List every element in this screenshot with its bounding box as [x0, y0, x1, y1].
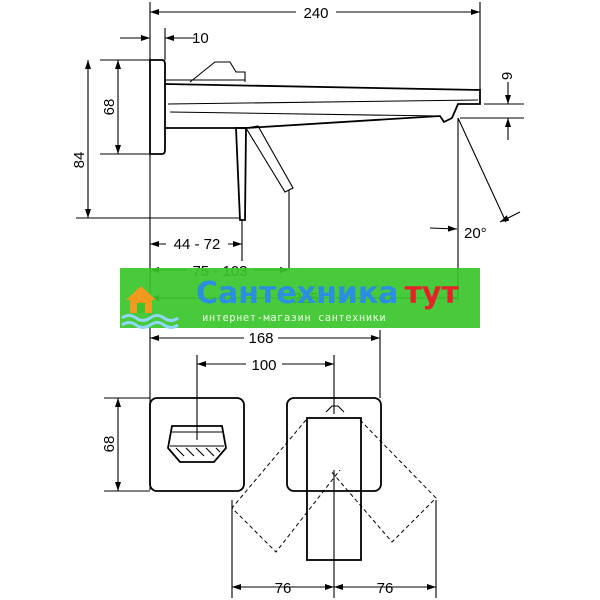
dim-center-distance: 100: [251, 357, 276, 374]
dim-plate-offset: 10: [192, 30, 209, 47]
dim-overall-height: 84: [71, 152, 88, 169]
spout-inner-line: [167, 99, 479, 105]
dim-angle: 20°: [464, 225, 487, 242]
watermark-tagline: интернет-магазин сантехники: [202, 312, 386, 324]
spout-inner-line-2: [169, 111, 441, 117]
dim-spout-thickness: 9: [499, 72, 516, 80]
watermark-brand-accent: тут: [404, 276, 459, 311]
side-view: [149, 59, 481, 270]
dim-swing-right: 76: [377, 580, 394, 597]
handle-swing-left: [231, 419, 341, 553]
lever-handle: [235, 127, 247, 221]
house-icon: [126, 286, 156, 313]
dim-swing-left: 76: [275, 580, 292, 597]
side-dimensions: 240 10 68 84 9 20° 44 - 72: [71, 2, 524, 490]
dim-plate-spacing: 168: [248, 330, 273, 347]
lever-top: [189, 61, 246, 83]
dim-plate-height: 68: [101, 99, 118, 116]
dim-total-length: 240: [303, 5, 328, 22]
lever-cap: [325, 405, 345, 413]
watermark-bar: [120, 268, 480, 328]
front-dimensions: 168 100 68 76 76: [101, 328, 437, 598]
dim-lever-range: 44 - 72: [174, 236, 221, 253]
dim-front-plate-height: 68: [101, 436, 118, 453]
watermark-brand-main: Сантехника: [196, 276, 398, 311]
spout-plate: [149, 397, 245, 492]
spout-outlet: [167, 425, 227, 463]
front-view: [149, 397, 437, 561]
water-waves-icon: [121, 314, 179, 329]
lever-tilted: [245, 125, 294, 193]
spout: [164, 83, 481, 129]
handle-swing-right: [329, 419, 437, 543]
wall-plate: [149, 59, 166, 155]
